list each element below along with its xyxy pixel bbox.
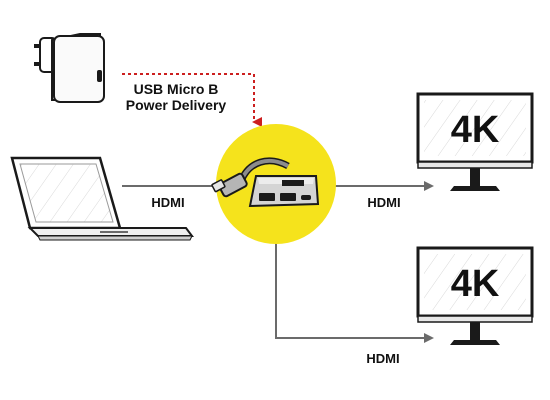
monitor-icon: 4K (416, 92, 534, 191)
monitor-resolution-label: 4K (451, 109, 500, 151)
hdmi-output-line-2 (275, 240, 434, 343)
hdmi-input-label: HDMI (151, 195, 184, 210)
hdmi-output-label-2: HDMI (366, 351, 399, 366)
usb-c-adapter-icon (211, 157, 320, 208)
hdmi-output-label-1: HDMI (367, 195, 400, 210)
power-delivery-label-line1: USB Micro B (134, 81, 219, 97)
power-delivery-label-line2: Power Delivery (126, 97, 227, 113)
laptop-icon (10, 156, 194, 241)
power-delivery-line (122, 73, 262, 127)
monitor-icon: 4K (416, 246, 534, 345)
connector-lines (122, 73, 434, 343)
monitor-resolution-label: 4K (451, 263, 500, 305)
power-adapter-icon (34, 33, 105, 103)
